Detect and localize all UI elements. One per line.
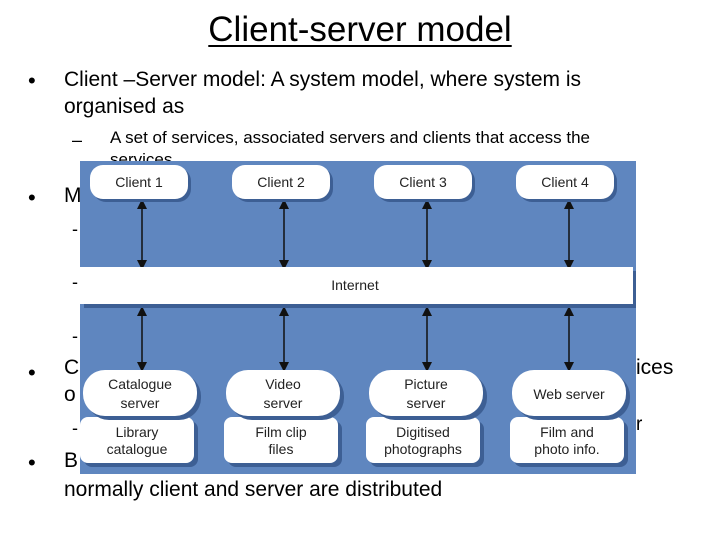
diagram-svg: Client 1 Client 2 Client 3 Client 4 Inte… [80,165,636,467]
server2-data-box [224,417,338,463]
server1-data-line1: Library [116,424,159,440]
client4-box [516,165,614,199]
sub1-line1: A set of services, associated servers an… [110,128,591,147]
server2-label-line2: server [264,395,303,411]
client2-box [232,165,330,199]
server1-label-line2: server [121,395,160,411]
client3-label: Client 3 [399,174,447,190]
client-server-diagram: Client 1 Client 2 Client 3 Client 4 Inte… [80,161,636,474]
server4-data-line1: Film and [540,424,594,440]
sub-dash: - [72,418,78,438]
bullet3-visible-text: C [64,356,80,379]
server1-data-box [80,417,194,463]
client4-label: Client 4 [541,174,589,190]
bullet3-sub-right-text: r [636,414,643,435]
client1-label: Client 1 [115,174,163,190]
bullet2-visible-text: M [64,184,82,207]
server1-box [83,370,197,416]
server3-data-line1: Digitised [396,424,450,440]
server4-data-line2: photo info. [534,441,599,457]
bullet1-line2: organised as [64,95,185,118]
sub-dash: - [72,219,78,239]
sub-dash: – [72,130,83,150]
server2-box [226,370,340,416]
bullet4-line2: normally client and server are distribut… [64,478,443,501]
sub-dash: - [72,326,78,346]
client2-label: Client 2 [257,174,305,190]
sub-dash: - [72,272,78,292]
bullet3-line2-visible-text: o [64,383,76,406]
slide-title: Client-server model [208,10,512,49]
server3-data-line2: photographs [384,441,462,457]
server4-box [512,370,626,416]
server2-data-line1: Film clip [255,424,307,440]
bullet-dot: • [28,450,36,475]
server3-data-box [366,417,480,463]
bullet-dot: • [28,185,36,210]
internet-label: Internet [331,277,379,293]
server3-label-line1: Picture [404,376,448,392]
internet-bar [80,267,633,304]
bullet1-line1: Client –Server model: A system model, wh… [64,68,582,91]
bullet-dot: • [28,68,36,93]
client3-box [374,165,472,199]
server1-data-line2: catalogue [107,441,168,457]
server3-label-line2: server [407,395,446,411]
bullet3-right-text: ices [636,356,674,379]
bullet4-visible-text: B [64,449,79,472]
server1-label-line1: Catalogue [108,376,172,392]
server2-data-line2: files [269,441,294,457]
bullet-dot: • [28,360,36,385]
client1-box [90,165,188,199]
server4-data-box [510,417,624,463]
server3-box [369,370,483,416]
server2-label-line1: Video [265,376,301,392]
server4-label: Web server [533,386,605,402]
